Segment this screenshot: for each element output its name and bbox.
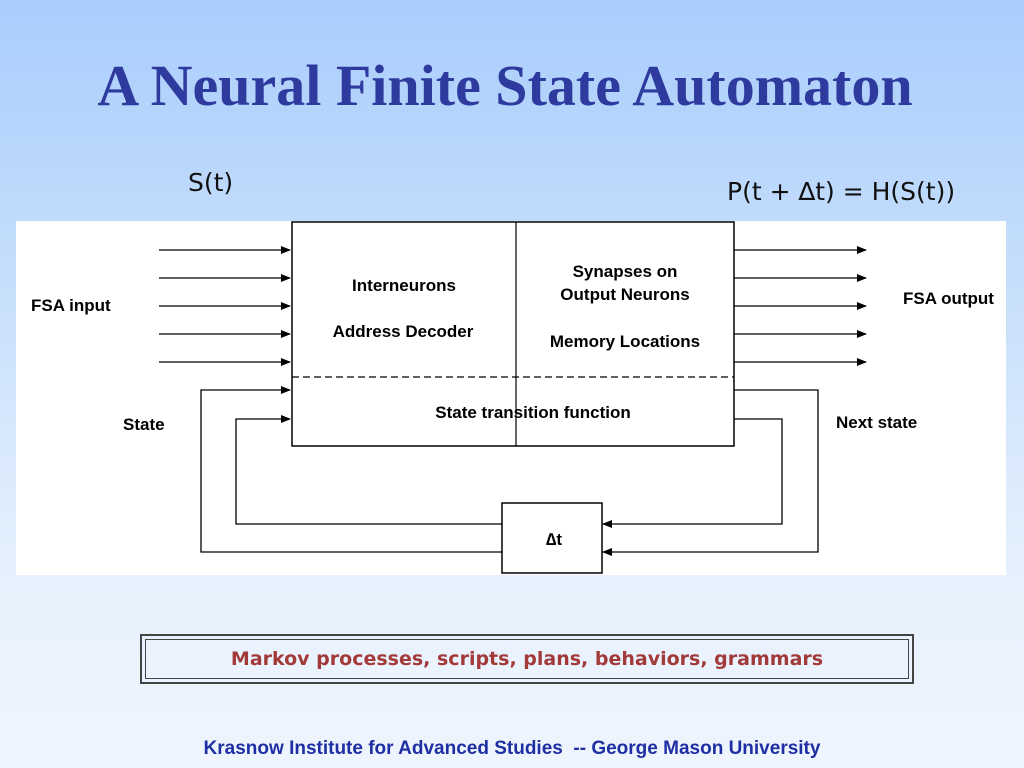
fsa-output-label: FSA output bbox=[903, 289, 994, 308]
output-arrows bbox=[734, 246, 867, 366]
synapses-label-line1: Synapses on bbox=[573, 262, 678, 281]
input-arrows bbox=[159, 246, 291, 366]
slide-title: A Neural Finite State Automaton bbox=[97, 53, 913, 118]
address-decoder-label: Address Decoder bbox=[333, 322, 474, 341]
state-transition-label: State transition function bbox=[435, 403, 631, 422]
feedback-loops bbox=[200, 386, 819, 556]
synapses-label-line2: Output Neurons bbox=[560, 285, 689, 304]
delay-label: ∆t bbox=[546, 530, 562, 549]
memory-locations-label: Memory Locations bbox=[550, 332, 700, 351]
fsa-diagram-svg: FSA input FSA output State Next state In… bbox=[31, 221, 994, 574]
note-text: Markov processes, scripts, plans, behavi… bbox=[145, 639, 909, 679]
note-box: Markov processes, scripts, plans, behavi… bbox=[140, 634, 914, 684]
delay-block bbox=[501, 502, 603, 574]
state-formula: S(t) bbox=[188, 168, 234, 197]
output-formula: P(t + ∆t) = H(S(t)) bbox=[727, 177, 956, 206]
interneurons-label: Interneurons bbox=[352, 276, 456, 295]
state-label: State bbox=[123, 415, 165, 434]
footer-text: Krasnow Institute for Advanced Studies -… bbox=[203, 738, 821, 759]
fsa-input-label: FSA input bbox=[31, 296, 111, 315]
next-state-label: Next state bbox=[836, 413, 917, 432]
fsa-diagram: FSA input FSA output State Next state In… bbox=[16, 221, 1006, 575]
